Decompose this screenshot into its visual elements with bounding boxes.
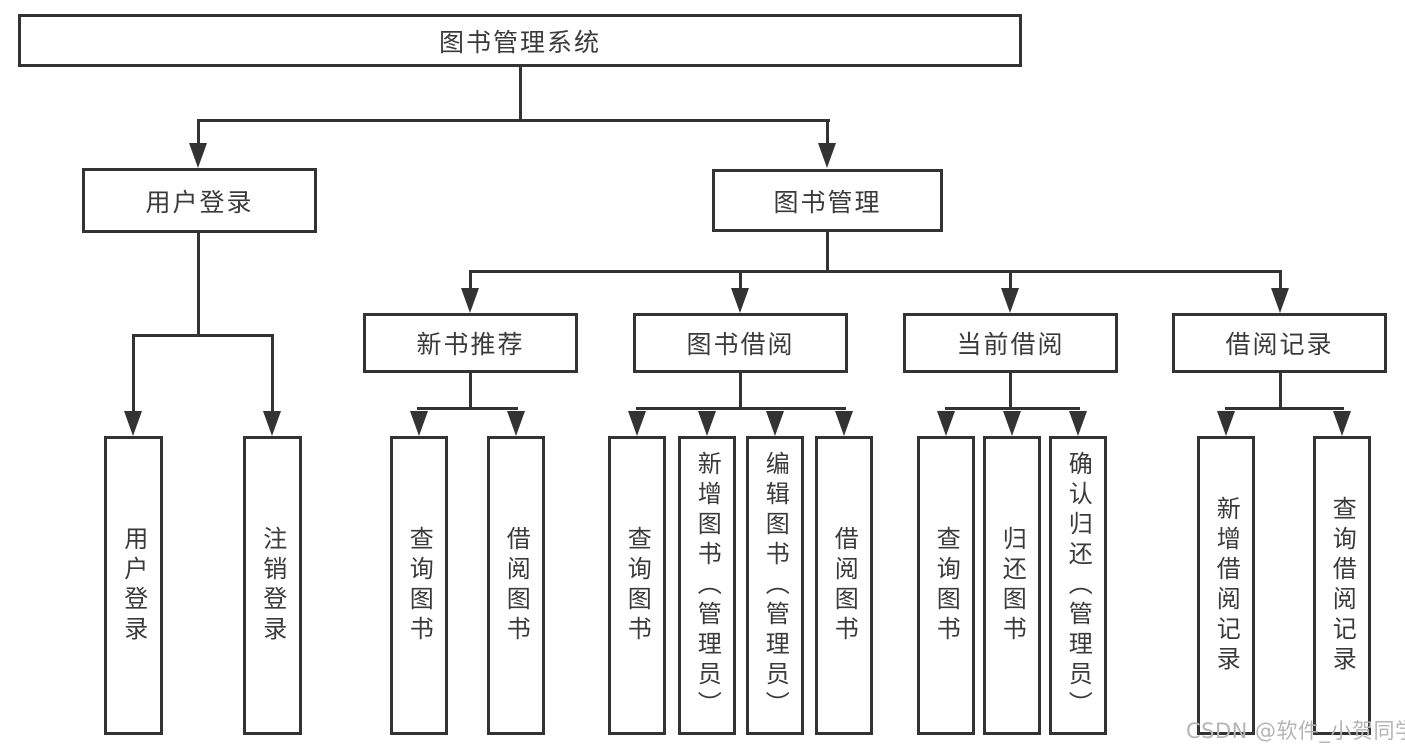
connector-drop-leaf: [132, 334, 135, 414]
leaf-return-books: 归还图书: [983, 436, 1041, 735]
arrow-down-icon: [1001, 288, 1019, 313]
leaf-confirm-return-admin: 确认归还（管理员）: [1049, 436, 1107, 735]
watermark: CSDN @软件_小贺同学: [1186, 719, 1405, 743]
connector-root-stem: [519, 67, 522, 121]
leaf-label: 新增借阅记录: [1212, 495, 1241, 676]
connector-current-borrow-stem: [1009, 373, 1012, 410]
leaf-label: 查询借阅记录: [1328, 495, 1357, 676]
arrow-down-icon: [1333, 411, 1351, 436]
connector-drop-book-borrow: [739, 270, 742, 290]
connector-user-login-stem: [197, 233, 200, 337]
arrow-down-icon: [1271, 288, 1289, 313]
leaf-borrow-books-newbook: 借阅图书: [487, 436, 545, 735]
leaf-label: 归还图书: [998, 525, 1027, 646]
leaf-edit-book-admin: 编辑图书（管理员）: [746, 436, 804, 735]
node-new-book-recommend-label: 新书推荐: [416, 330, 525, 359]
leaf-label: 确认归还（管理员）: [1064, 450, 1093, 721]
leaf-label: 查询图书: [623, 525, 652, 646]
leaf-query-borrow-record: 查询借阅记录: [1313, 436, 1371, 735]
arrow-down-icon: [124, 411, 142, 436]
leaf-label: 借阅图书: [830, 525, 859, 646]
node-book-management: 图书管理: [712, 169, 943, 232]
connector-drop-book-management: [826, 119, 829, 147]
leaf-add-borrow-record: 新增借阅记录: [1197, 436, 1255, 735]
leaf-label: 新增图书（管理员）: [693, 450, 722, 721]
connector-drop-borrow-records: [1279, 270, 1282, 290]
leaf-logout: 注销登录: [243, 436, 302, 735]
leaf-label: 注销登录: [258, 525, 287, 646]
leaf-label: 编辑图书（管理员）: [761, 450, 790, 721]
connector-new-book-stem: [469, 373, 472, 410]
leaf-user-login: 用户登录: [104, 436, 163, 735]
node-current-borrow: 当前借阅: [903, 313, 1118, 373]
connector-borrow-records-bar: [1225, 407, 1344, 410]
leaf-label: 查询图书: [932, 525, 961, 646]
arrow-down-icon: [410, 411, 428, 436]
connector-book-management-stem: [826, 232, 829, 273]
connector-current-borrow-bar: [945, 407, 1080, 410]
leaf-label: 借阅图书: [502, 525, 531, 646]
node-book-borrow: 图书借阅: [633, 313, 848, 373]
arrow-down-icon: [835, 411, 853, 436]
arrow-down-icon: [766, 411, 784, 436]
arrow-down-icon: [263, 411, 281, 436]
node-root: 图书管理系统: [18, 14, 1022, 67]
node-borrow-records-label: 借阅记录: [1225, 330, 1334, 359]
node-new-book-recommend: 新书推荐: [363, 313, 578, 373]
connector-drop-new-book: [469, 270, 472, 290]
leaf-query-books-newbook: 查询图书: [390, 436, 448, 735]
arrow-down-icon: [628, 411, 646, 436]
arrow-down-icon: [189, 143, 207, 168]
connector-user-login-bar: [132, 334, 274, 337]
connector-book-borrow-bar: [636, 407, 846, 410]
node-book-borrow-label: 图书借阅: [686, 330, 795, 359]
leaf-query-books-current: 查询图书: [917, 436, 975, 735]
connector-level2-bar: [197, 119, 830, 122]
leaf-label: 用户登录: [119, 525, 148, 646]
connector-level3-bar: [469, 270, 1281, 273]
node-borrow-records: 借阅记录: [1172, 313, 1387, 373]
leaf-borrow-books-borrow: 借阅图书: [815, 436, 873, 735]
arrow-down-icon: [1217, 411, 1235, 436]
arrow-down-icon: [507, 411, 525, 436]
connector-borrow-records-stem: [1279, 373, 1282, 410]
node-book-management-label: 图书管理: [773, 187, 882, 217]
connector-book-borrow-stem: [739, 373, 742, 410]
connector-drop-leaf: [271, 334, 274, 414]
connector-drop-user-login: [197, 119, 200, 147]
leaf-label: 查询图书: [405, 525, 434, 646]
leaf-add-book-admin: 新增图书（管理员）: [678, 436, 736, 735]
arrow-down-icon: [1003, 411, 1021, 436]
arrow-down-icon: [937, 411, 955, 436]
connector-drop-current-borrow: [1009, 270, 1012, 290]
leaf-query-books-borrow: 查询图书: [608, 436, 666, 735]
arrow-down-icon: [818, 143, 836, 168]
arrow-down-icon: [461, 288, 479, 313]
node-user-login: 用户登录: [82, 168, 317, 233]
arrow-down-icon: [731, 288, 749, 313]
node-user-login-label: 用户登录: [145, 187, 254, 217]
arrow-down-icon: [1069, 411, 1087, 436]
node-root-label: 图书管理系统: [438, 27, 601, 57]
node-current-borrow-label: 当前借阅: [956, 330, 1065, 359]
arrow-down-icon: [698, 411, 716, 436]
connector-new-book-bar: [417, 407, 518, 410]
